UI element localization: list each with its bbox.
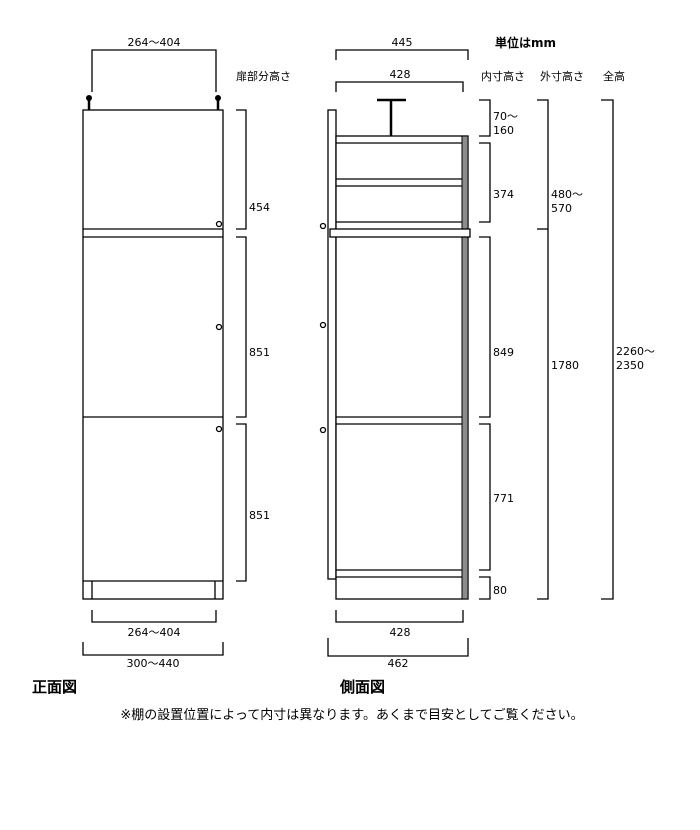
bottom-outer-depth-label: 462 [388, 657, 409, 670]
outer-height-upper-a: 480～ [551, 188, 583, 201]
door-height-bracket [236, 109, 247, 230]
footnote: ※棚の設置位置によって内寸は異なります。あくまで目安としてご覧ください。 [120, 707, 583, 723]
inner-height-brackets [479, 99, 491, 600]
door-handle-icons [215, 220, 223, 433]
door-height-2: 851 [249, 346, 270, 359]
door-height-header: 扉部分高さ [236, 69, 291, 83]
inner-height-header: 内寸高さ [481, 69, 525, 83]
side-door-panel [327, 109, 337, 580]
side-handle-icons [319, 222, 327, 434]
bottom-inner-depth-bracket [335, 610, 464, 623]
outer-height-brackets [537, 99, 549, 600]
outer-depth-bracket [335, 49, 469, 60]
side-view: 単位はmm 445 428 内寸高さ 外寸高さ 全高 [319, 35, 655, 696]
side-cabinet-body [335, 135, 469, 600]
door-height-1: 454 [249, 201, 270, 214]
side-view-title: 側面図 [339, 678, 385, 696]
bottom-inner-depth-label: 428 [390, 626, 411, 639]
unit-label: 単位はmm [495, 35, 556, 50]
total-height-a: 2260～ [616, 345, 655, 358]
outer-height-upper-b: 570 [551, 202, 572, 215]
ceiling-adjuster-icon [377, 98, 406, 136]
inner-height-2: 374 [493, 188, 514, 201]
bottom-outer-width-bracket [82, 642, 224, 656]
inner-height-top-a: 70～ [493, 110, 518, 123]
bottom-outer-width-label: 300～440 [127, 657, 180, 670]
front-view-title: 正面図 [32, 678, 77, 696]
inner-depth-label: 428 [390, 68, 411, 81]
adjuster-knobs [86, 95, 221, 110]
inner-depth-bracket [335, 81, 464, 92]
outer-depth-label: 445 [392, 36, 413, 49]
inner-height-top-b: 160 [493, 124, 514, 137]
total-height-bracket [601, 99, 614, 600]
inner-height-3: 849 [493, 346, 514, 359]
inner-height-4: 771 [493, 492, 514, 505]
outer-height-lower: 1780 [551, 359, 579, 372]
front-cabinet-body [82, 109, 224, 600]
back-panel [461, 135, 469, 600]
top-width-bracket [91, 49, 217, 92]
fixed-shelf [329, 228, 471, 238]
outer-height-header: 外寸高さ [540, 69, 584, 83]
inner-height-5: 80 [493, 584, 507, 597]
top-width-label: 264～404 [128, 36, 181, 49]
front-view: 264～404 扉部分高さ 454 851 851 264～404 300～44… [32, 36, 291, 696]
bottom-inner-width-bracket [91, 610, 217, 623]
bottom-outer-depth-bracket [327, 638, 469, 657]
total-height-b: 2350 [616, 359, 644, 372]
total-height-header: 全高 [603, 69, 625, 83]
bottom-inner-width-label: 264～404 [128, 626, 181, 639]
door-height-3: 851 [249, 509, 270, 522]
